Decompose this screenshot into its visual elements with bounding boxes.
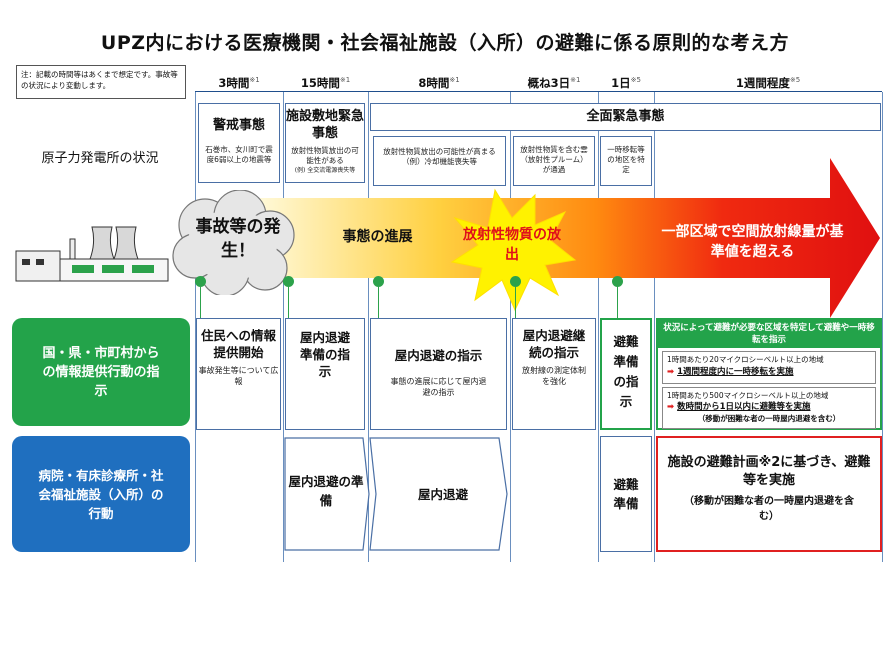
phase-6: 1週間程度※5 xyxy=(654,68,882,92)
gov-cell-3-desc: 事態の進展に応じて屋内退避の指示 xyxy=(390,377,487,397)
timeline-divider xyxy=(882,92,883,562)
gov-cell-1: 住民への情報提供開始 事故発生等について広報 xyxy=(196,318,281,430)
timeline-divider xyxy=(195,92,196,562)
gov-cell-3-title: 屋内退避の指示 xyxy=(394,348,483,363)
gov-cell-4: 屋内退避継続の指示 放射線の測定体制を強化 xyxy=(512,318,596,430)
alert-desc: 石巻市、女川町で震度6弱以上の地震等 xyxy=(205,145,273,164)
timeline-divider xyxy=(598,92,599,562)
exceed-label: 一部区域で空間放射線量が基準値を超える xyxy=(661,224,844,260)
gov-row-label: 国・県・市町村からの情報提供行動の指示 xyxy=(12,318,190,426)
general-desc-3-text: 一時移転等の地区を特定 xyxy=(607,145,645,174)
site-area-title: 施設敷地緊急事態 xyxy=(286,109,365,141)
timeline-divider xyxy=(283,92,284,562)
general-desc-2: 放射性物質を含む雲（放射性プルーム）が通過 xyxy=(513,136,595,186)
progress-label: 事態の進展 xyxy=(342,229,413,245)
gov-action-2-note: （移動が困難な者の一時屋内退避を含む） xyxy=(697,414,841,423)
gov-cell-2-title: 屋内退避準備の指示 xyxy=(299,330,350,379)
general-desc-1-text: 放射性物質放出の可能性が高まる（例）冷却機能喪失等 xyxy=(383,147,496,166)
phase-1: 3時間※1 xyxy=(195,68,283,92)
milestone-dot xyxy=(283,276,294,287)
gov-cell-5-title: 避難準備の指示 xyxy=(613,334,639,409)
site-area-example: (例) 全交流電源喪失等 xyxy=(294,167,356,174)
gov-cond-2: 1時間あたり500マイクロシーベルト以上の地域 ➡ 数時間から1日以内に避難等を… xyxy=(662,387,876,429)
gov-cell-6-header: 状況によって避難が必要な区域を特定して避難や一時移転を指示 xyxy=(658,320,880,348)
hospital-row-label: 病院・有床診療所・社会福祉施設（入所）の行動 xyxy=(12,436,190,552)
page-title: UPZ内における医療機関・社会福祉施設（入所）の避難に係る原則的な考え方 xyxy=(100,32,790,54)
milestone-dot xyxy=(373,276,384,287)
alert-box: 警戒事態 石巻市、女川町で震度6弱以上の地震等 xyxy=(198,103,280,183)
gov-cell-4-desc: 放射線の測定体制を強化 xyxy=(522,366,586,386)
gov-cell-2: 屋内退避準備の指示 xyxy=(285,318,365,430)
gov-cell-1-title: 住民への情報提供開始 xyxy=(200,328,276,360)
hospital-flow-arrows xyxy=(284,437,508,551)
milestone-dot xyxy=(510,276,521,287)
milestone-connector xyxy=(378,287,379,319)
timeline-divider xyxy=(654,92,655,562)
milestone-connector xyxy=(617,287,618,319)
accident-label: 事故等の発生！ xyxy=(195,217,281,261)
phase-4: 概ね3日※1 xyxy=(510,68,598,92)
general-desc-3: 一時移転等の地区を特定 xyxy=(600,136,652,186)
milestone-connector xyxy=(288,287,289,319)
gov-action-2: 数時間から1日以内に避難等を実施 xyxy=(677,402,811,412)
alert-title: 警戒事態 xyxy=(212,118,265,133)
gov-cell-3: 屋内退避の指示 事態の進展に応じて屋内退避の指示 xyxy=(370,318,507,430)
disclaimer-note: 注：記載の時間等はあくまで想定です。事故等の状況により変動します。 xyxy=(16,65,186,99)
hosp-cell-4: 施設の避難計画※2に基づき、避難等を実施 （移動が困難な者の一時屋内退避を含む） xyxy=(656,436,882,552)
plant-status-label: 原子力発電所の状況 xyxy=(41,151,159,166)
gov-cell-5: 避難準備の指示 xyxy=(600,318,652,430)
hosp-cell-1: 屋内退避の準備 xyxy=(288,474,364,508)
milestone-dot xyxy=(612,276,623,287)
red-arrow-icon: ➡ xyxy=(667,367,675,377)
burst-star-icon xyxy=(450,188,577,312)
release-label: 放射性物質の放出 xyxy=(463,227,561,263)
milestone-dot xyxy=(195,276,206,287)
accident-cloud-icon xyxy=(172,190,295,295)
progress-arrow xyxy=(250,158,880,318)
general-emergency-title: 全面緊急事態 xyxy=(586,109,665,124)
general-desc-2-text: 放射性物質を含む雲（放射性プルーム）が通過 xyxy=(520,145,588,174)
milestone-connector xyxy=(515,287,516,319)
gov-action-1: 1週間程度内に一時移転を実施 xyxy=(677,367,794,377)
milestone-connector xyxy=(200,287,201,319)
phase-3: 8時間※1 xyxy=(368,68,510,92)
site-area-box: 施設敷地緊急事態 放射性物質放出の可能性がある (例) 全交流電源喪失等 xyxy=(285,103,365,183)
hosp-cell-4-title: 施設の避難計画※2に基づき、避難等を実施 xyxy=(667,455,871,488)
phase-5: 1日※5 xyxy=(598,68,654,92)
gov-cell-1-desc: 事故発生等について広報 xyxy=(198,366,279,386)
phase-2: 15時間※1 xyxy=(283,68,368,92)
arrow-shape xyxy=(250,158,880,318)
general-emergency-box: 全面緊急事態 xyxy=(370,103,881,131)
timeline-divider xyxy=(368,92,369,562)
gov-cell-4-title: 屋内退避継続の指示 xyxy=(522,328,586,360)
hosp-cell-2: 屋内退避 xyxy=(417,487,468,502)
gov-cond-1: 1時間あたり20マイクロシーベルト以上の地域 ➡ 1週間程度内に一時移転を実施 xyxy=(662,351,876,384)
hosp-cell-4-note: （移動が困難な者の一時屋内退避を含む） xyxy=(684,496,854,522)
red-arrow-icon: ➡ xyxy=(667,402,675,412)
gov-cond-2-text: 1時間あたり500マイクロシーベルト以上の地域 xyxy=(667,391,829,400)
gov-cell-6: 状況によって避難が必要な区域を特定して避難や一時移転を指示 1時間あたり20マイ… xyxy=(656,318,882,430)
power-plant-icon xyxy=(15,226,169,282)
general-desc-1: 放射性物質放出の可能性が高まる（例）冷却機能喪失等 xyxy=(373,136,506,186)
site-area-desc: 放射性物質放出の可能性がある xyxy=(291,146,359,165)
hosp-cell-3: 避難準備 xyxy=(600,436,652,552)
gov-cond-1-text: 1時間あたり20マイクロシーベルト以上の地域 xyxy=(667,355,824,364)
timeline-divider xyxy=(510,92,511,562)
